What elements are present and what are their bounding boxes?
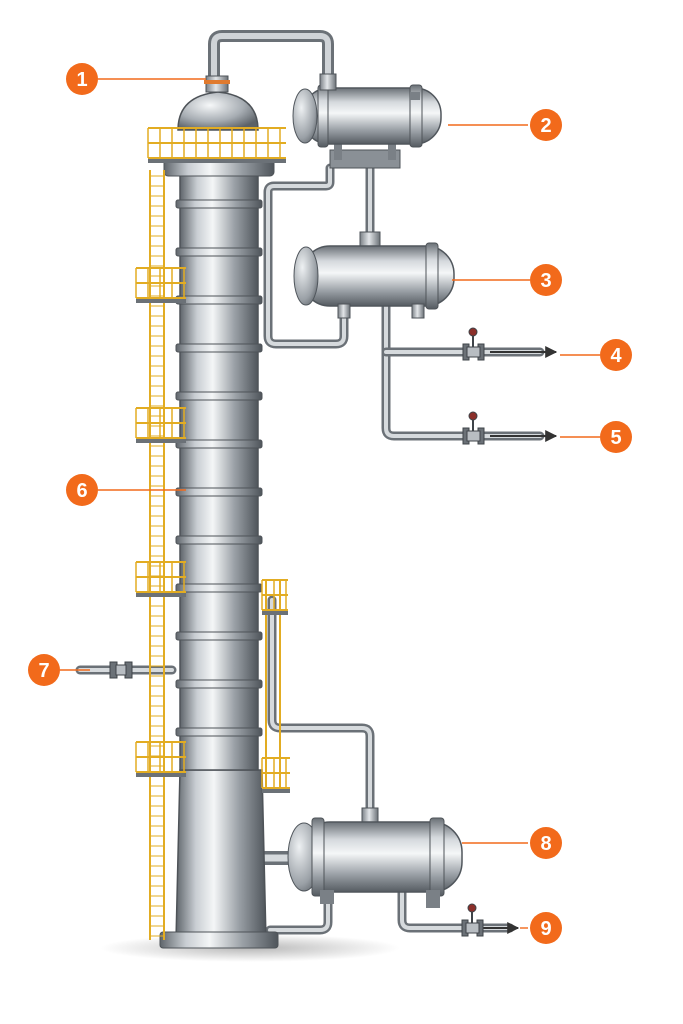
platform	[135, 267, 186, 303]
platforms	[135, 127, 290, 793]
column-ring	[175, 295, 263, 305]
reboiler	[287, 807, 463, 908]
platform	[135, 561, 186, 597]
column-ring	[175, 391, 263, 401]
valves	[109, 327, 485, 937]
platform	[135, 407, 186, 443]
column-rings	[175, 199, 263, 737]
callout-label: 3	[540, 270, 551, 292]
column-ring	[175, 679, 263, 689]
callout-1: 1	[66, 63, 98, 95]
platform	[261, 579, 288, 615]
valve-feed	[109, 661, 133, 679]
platform	[261, 757, 290, 793]
outlet-arrows	[480, 346, 558, 934]
column-ring	[175, 439, 263, 449]
valve-side-product	[462, 411, 485, 445]
callout-9: 9	[530, 912, 562, 944]
reflux-drum	[293, 231, 455, 319]
callout-label: 2	[540, 115, 551, 137]
callout-label: 1	[76, 69, 87, 91]
column-ring	[175, 727, 263, 737]
column-ring	[175, 199, 263, 209]
column-ring	[175, 343, 263, 353]
callout-label: 4	[610, 345, 622, 367]
ladder-left	[149, 170, 165, 940]
column-ring	[175, 631, 263, 641]
callout-label: 6	[76, 480, 87, 502]
callout-label: 9	[540, 918, 551, 940]
platform	[135, 741, 186, 777]
callout-7: 7	[28, 654, 60, 686]
callout-leaders	[60, 78, 600, 929]
callout-label: 7	[38, 660, 49, 682]
callout-6: 6	[66, 474, 98, 506]
column-ring	[175, 487, 263, 497]
column-ring	[175, 583, 263, 593]
callout-2: 2	[530, 109, 562, 141]
callout-3: 3	[530, 264, 562, 296]
callout-8: 8	[530, 827, 562, 859]
column-ring	[175, 535, 263, 545]
callout-label: 8	[540, 833, 551, 855]
callout-5: 5	[600, 421, 632, 453]
distillation-column	[135, 75, 290, 949]
callout-4: 4	[600, 339, 632, 371]
platform	[147, 127, 286, 163]
overhead-condenser	[292, 73, 442, 169]
valve-bottoms	[461, 903, 484, 937]
column-ring	[175, 247, 263, 257]
callout-label: 5	[610, 427, 621, 449]
valve-top-product	[462, 327, 485, 361]
